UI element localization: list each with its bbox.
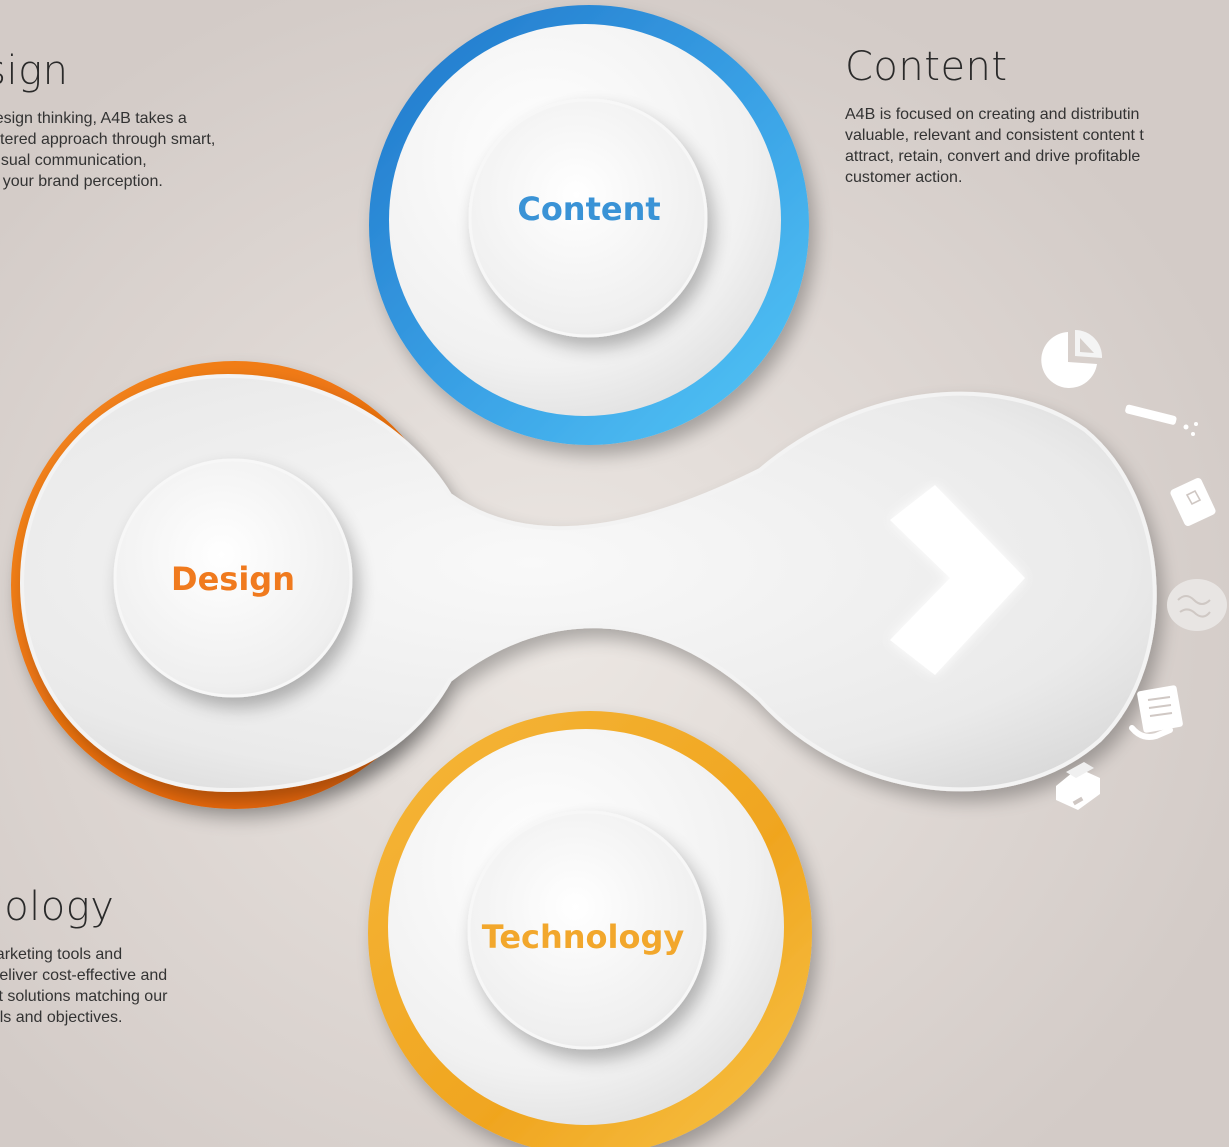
design-inner-disc [113, 458, 353, 698]
content-circle-label[interactable]: Content [517, 190, 661, 228]
brain-icon [1167, 579, 1227, 631]
design-description: esign ing design thinking, A4B takes an-… [0, 48, 340, 192]
content-inner-disc [468, 98, 708, 338]
document-hand-icon [1129, 685, 1183, 740]
tablet-icon [1170, 478, 1216, 526]
technology-circle-label[interactable]: Technology [481, 918, 685, 956]
technology-inner-disc [467, 810, 707, 1050]
technology-heading: chnology [0, 884, 115, 930]
technology-description: chnology arness marketing tools andology… [0, 884, 330, 1028]
content-heading: Content [845, 44, 1008, 90]
chevron-right-icon [890, 485, 1025, 675]
content-body: A4B is focused on creating and distribut… [845, 106, 1144, 186]
design-connector-shape [19, 373, 1157, 793]
pie-chart-icon [1041, 330, 1103, 388]
printer-icon [1056, 762, 1100, 810]
pen-icon [1125, 404, 1198, 436]
content-description: Content A4B is focused on creating and d… [845, 44, 1229, 188]
technology-body: arness marketing tools andology to deliv… [0, 946, 168, 1026]
design-body: ing design thinking, A4B takes an-center… [0, 110, 216, 190]
design-heading: esign [0, 48, 69, 94]
design-circle-label[interactable]: Design [171, 560, 295, 598]
